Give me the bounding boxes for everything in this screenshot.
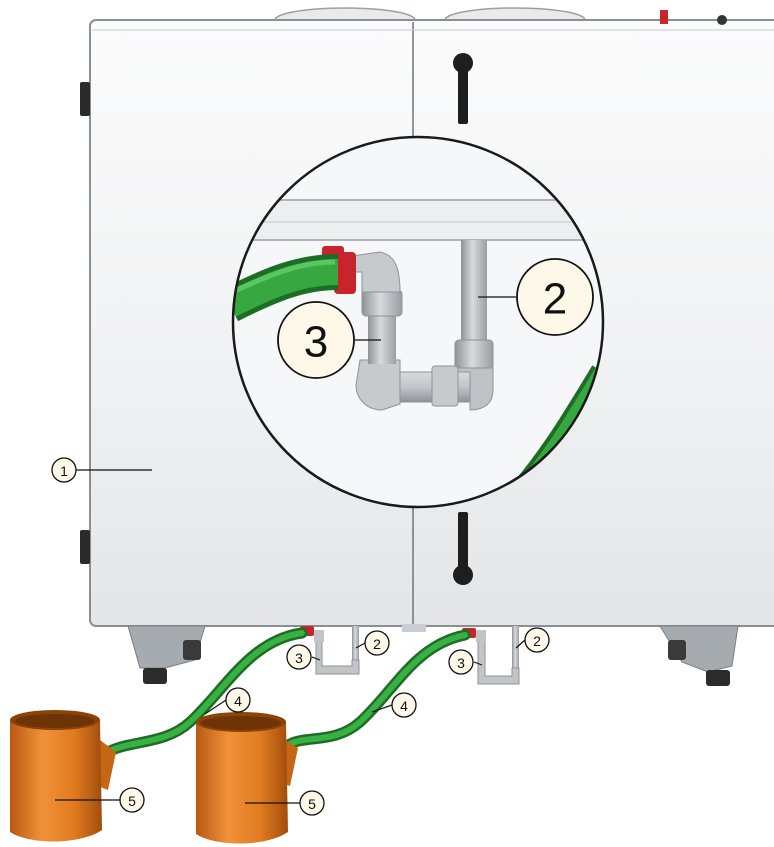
drain-tab [402, 624, 426, 632]
bucket-right [196, 712, 298, 844]
callout-3-right-label: 3 [457, 655, 465, 671]
cabinet-feet [127, 624, 739, 686]
zoom-detail [231, 135, 605, 509]
bucket-left [10, 710, 116, 842]
callout-4-left: 4 [225, 687, 251, 713]
callout-5-left: 5 [119, 787, 145, 813]
callout-2-zoom: 2 [516, 258, 594, 336]
callout-2-left-label: 2 [373, 636, 381, 652]
callout-2-left: 2 [364, 630, 390, 656]
callout-3-left: 3 [286, 644, 312, 670]
callout-3-zoom-label: 3 [304, 318, 328, 367]
hoses [102, 627, 471, 758]
door-handle-top [453, 53, 473, 124]
zoom-pipe-vertical [461, 240, 487, 348]
door-handle-bottom [453, 512, 473, 585]
callout-4-right-label: 4 [400, 698, 408, 714]
red-switch [660, 10, 668, 24]
callout-3-right: 3 [448, 649, 474, 675]
callout-3-zoom: 3 [277, 301, 355, 379]
zoom-clamp [334, 252, 356, 294]
callout-2-right-label: 2 [533, 633, 541, 649]
callout-1-label: 1 [60, 463, 68, 479]
top-knob [717, 15, 727, 25]
callout-4-right: 4 [391, 692, 417, 718]
door-hinge-top [80, 82, 90, 116]
callout-5-left-label: 5 [128, 793, 136, 809]
callout-2-zoom-label: 2 [543, 275, 567, 324]
callout-3-left-label: 3 [295, 650, 303, 666]
callout-4-left-label: 4 [234, 693, 242, 709]
leader-lines [55, 296, 526, 804]
callout-5-right: 5 [299, 790, 325, 816]
siphon-left [300, 626, 360, 675]
callout-2-right: 2 [524, 627, 550, 653]
door-hinge-bottom [80, 530, 90, 564]
callout-1: 1 [51, 457, 77, 483]
callout-5-right-label: 5 [308, 796, 316, 812]
